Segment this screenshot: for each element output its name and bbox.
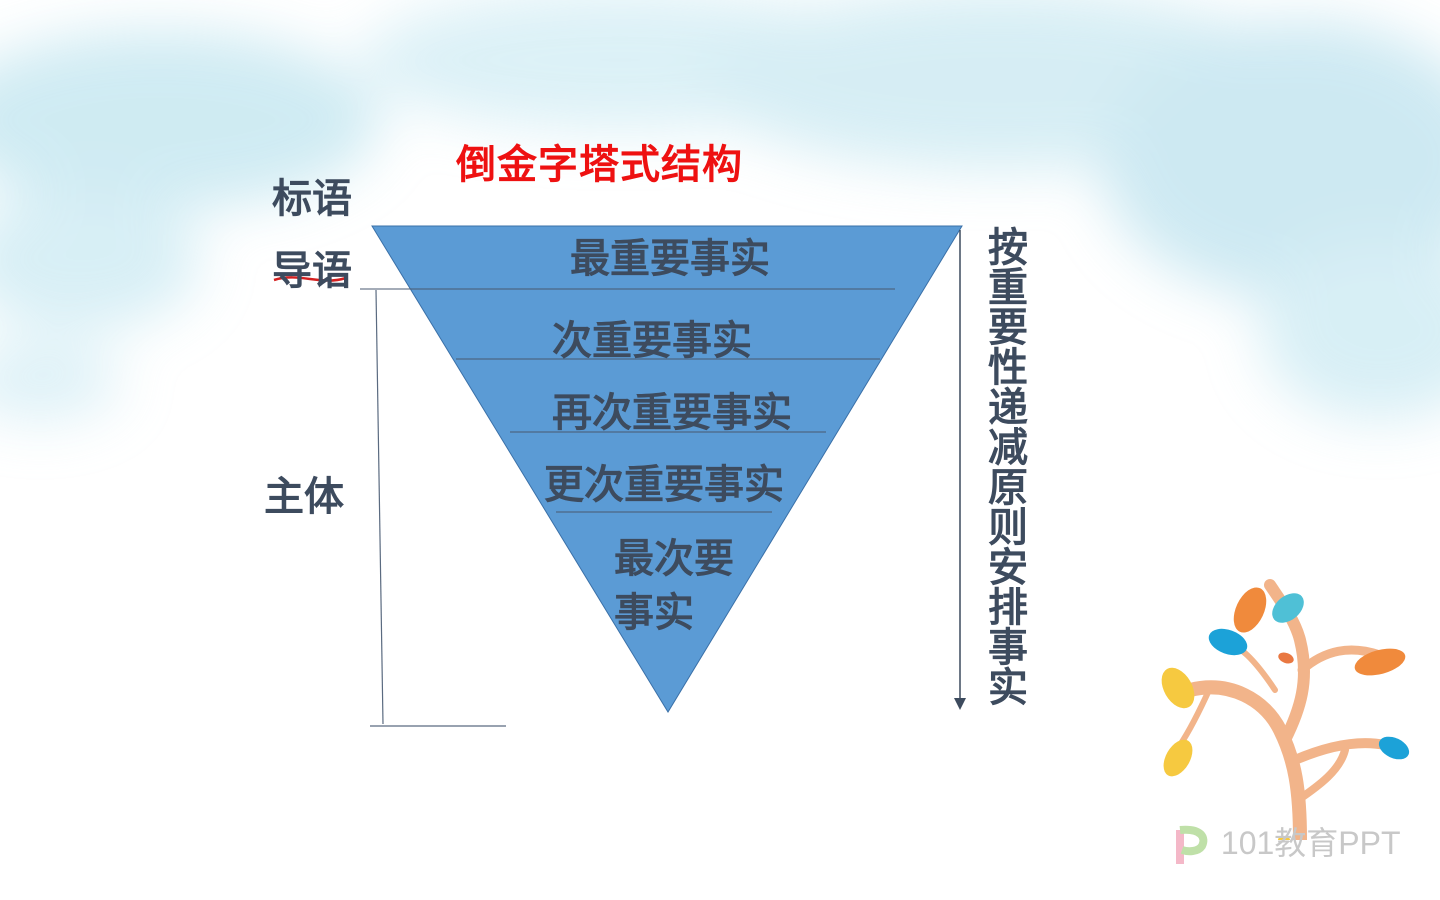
tier-3-text: 再次重要事实 — [552, 390, 792, 436]
tier-2-text: 次重要事实 — [552, 318, 752, 364]
importance-arrow-head — [954, 698, 966, 710]
tree-decoration-icon — [1161, 579, 1410, 840]
tier-1-text: 最重要事实 — [570, 236, 770, 282]
body-bracket-vertical — [375, 289, 384, 725]
inverted-pyramid — [371, 225, 963, 713]
label-headline: 标语 — [272, 176, 352, 222]
label-lead: 导语 — [272, 248, 352, 294]
label-body: 主体 — [264, 474, 344, 520]
watermark: 101教育PPT — [1172, 818, 1401, 868]
principle-label: 按重要性递减原则安排事实 — [981, 226, 1027, 706]
watermark-logo-icon — [1176, 825, 1208, 864]
watermark-text: 101教育PPT — [1220, 825, 1401, 861]
diagram-title: 倒金字塔式结构 — [456, 142, 743, 188]
tier-4-text: 更次重要事实 — [544, 462, 784, 508]
lead-underline — [273, 276, 347, 282]
tier-5-text: 最次要事实 — [614, 536, 734, 636]
